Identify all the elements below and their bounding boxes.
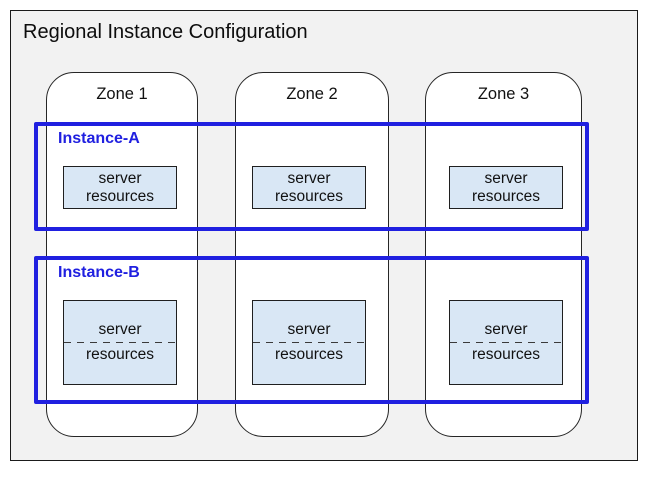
dashed-divider-line [253,341,365,344]
server-resources-box-instance-b-zone-1: server resources [63,300,177,385]
dashed-divider-line [450,341,562,344]
instance-b-boundary: Instance-B [34,256,589,404]
server-resources-text-line2: resources [471,187,541,205]
server-resources-text-line2: resources [85,187,155,205]
server-resources-text-line1: server [98,320,142,338]
server-resources-box-instance-b-zone-3: server resources [449,300,563,385]
server-resources-text-line2: resources [274,346,344,364]
server-resources-text-line1: server [287,320,331,338]
server-resources-box-instance-a-zone-3: server resources [449,166,563,209]
server-resources-box-instance-a-zone-1: server resources [63,166,177,209]
zone-2-label: Zone 2 [286,85,338,103]
instance-b-label: Instance-B [58,264,140,281]
region-container: Regional Instance Configuration Zone 1 Z… [10,10,638,461]
zone-1-label: Zone 1 [96,85,148,103]
server-resources-box-instance-b-zone-2: server resources [252,300,366,385]
server-resources-text-line2: resources [471,346,541,364]
dashed-divider-line [64,341,176,344]
server-resources-box-instance-a-zone-2: server resources [252,166,366,209]
instance-a-boundary: Instance-A [34,122,589,231]
instance-a-label: Instance-A [58,130,140,147]
diagram-title: Regional Instance Configuration [23,21,308,43]
server-resources-text-line1: server [484,320,528,338]
server-resources-text-line2: resources [85,346,155,364]
zone-3-label: Zone 3 [477,85,530,103]
server-resources-text-line1: server [287,169,331,187]
server-resources-text-line2: resources [274,187,344,205]
server-resources-text-line1: server [98,169,142,187]
server-resources-text-line1: server [484,169,528,187]
